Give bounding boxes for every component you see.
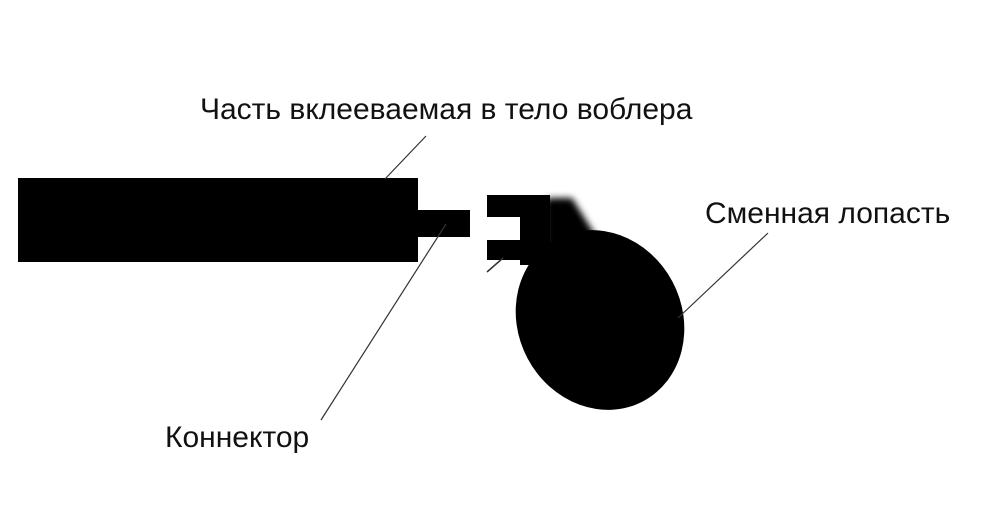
label-replaceable-blade: Сменная лопасть [705,197,951,230]
connector-peg [416,210,470,237]
label-body-part: Часть вклееваемая в тело воблера [200,93,693,126]
connector-tick [486,257,504,273]
label-connector: Коннектор [165,421,310,454]
leader-line-blade [677,232,769,319]
replaceable-blade-shape [515,230,685,410]
body-part-bar [18,178,418,262]
connector-socket-bottom [487,240,524,260]
leader-line-body [384,135,427,180]
connector-socket-top [487,195,524,217]
leader-line-connector [320,223,447,421]
